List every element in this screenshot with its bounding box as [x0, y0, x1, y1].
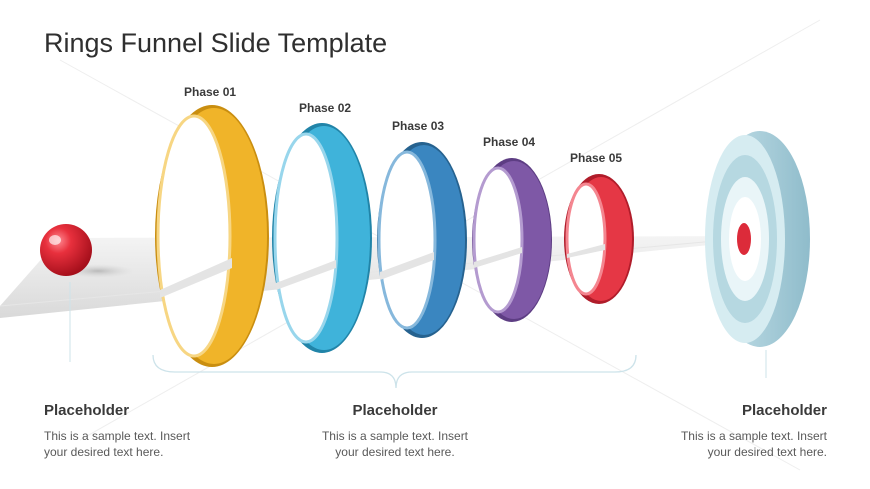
- phase-label: Phase 03: [392, 119, 444, 133]
- phase-label: Phase 02: [299, 101, 351, 115]
- ring-phase-04: [472, 158, 552, 322]
- placeholder-heading: Placeholder: [352, 402, 438, 419]
- ring-phase-01: [155, 105, 269, 367]
- slide-title: Rings Funnel Slide Template: [44, 28, 388, 58]
- ring-phase-03: [377, 142, 467, 338]
- ring-phase-05: [564, 174, 634, 304]
- phases-brace: [152, 354, 637, 389]
- placeholder-heading: Placeholder: [44, 402, 130, 419]
- target: [705, 131, 810, 347]
- phase-label: Phase 04: [483, 135, 535, 149]
- ball: [40, 224, 92, 276]
- phase-label: Phase 05: [570, 151, 622, 165]
- ring-phase-02: [272, 123, 372, 353]
- placeholder-heading: Placeholder: [741, 402, 827, 419]
- phase-label: Phase 01: [184, 85, 236, 99]
- placeholder-left: Placeholder This is a sample text. Inser…: [44, 402, 264, 460]
- placeholder-right: Placeholder This is a sample text. Inser…: [607, 402, 827, 460]
- placeholder-middle: Placeholder This is a sample text. Inser…: [285, 402, 505, 460]
